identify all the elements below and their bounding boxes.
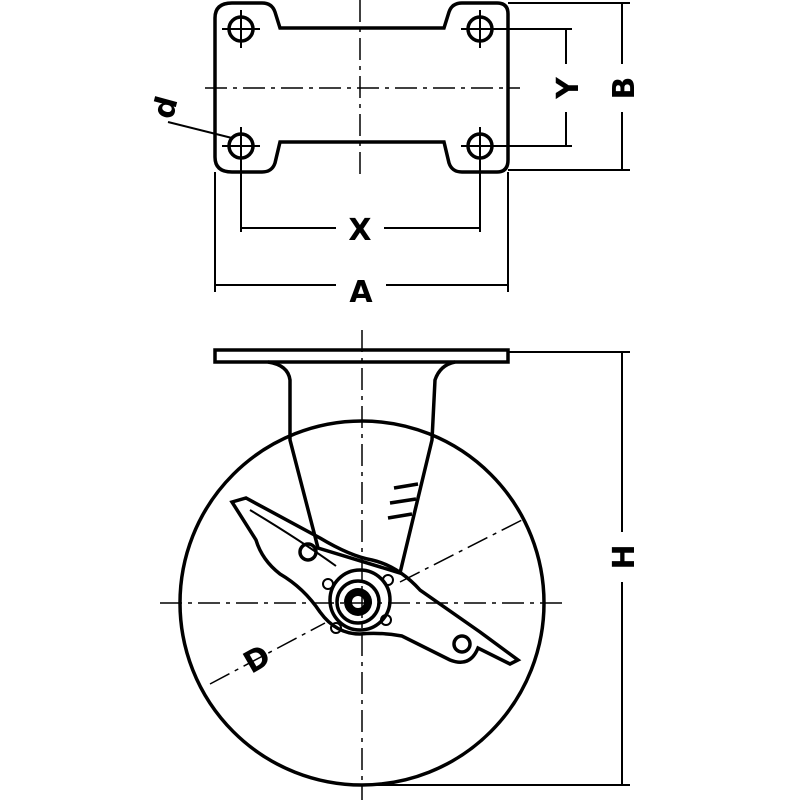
lever-rib	[249, 509, 337, 567]
label-b: B	[607, 77, 642, 100]
dimension-a	[214, 172, 509, 292]
plate-outline	[213, 1, 510, 174]
side-wheel-view: D H	[160, 330, 642, 800]
leader-d	[167, 121, 233, 139]
top-plate-view: X A Y B d	[146, 0, 642, 310]
bolt-hole-top-left	[222, 10, 260, 48]
bolt-hole-bottom-left	[222, 127, 260, 165]
label-h: H	[607, 544, 642, 569]
dimension-b	[508, 2, 630, 171]
label-d: d	[146, 93, 185, 123]
dimension-d-diameter-b	[399, 519, 523, 583]
label-a: A	[349, 275, 373, 310]
fork-bracket	[267, 360, 456, 576]
axle-hub	[322, 568, 394, 634]
dimension-x	[240, 160, 481, 232]
dimension-d-diameter-a	[209, 622, 326, 685]
label-d-diameter: D	[238, 638, 277, 681]
fork-ribs	[387, 482, 419, 520]
lever-slot-lower	[452, 634, 472, 654]
dimension-y	[498, 28, 572, 147]
label-x: X	[348, 213, 371, 248]
dimension-h	[362, 351, 630, 786]
bolt-hole-top-right	[461, 10, 499, 48]
bolt-hole-bottom-right	[461, 127, 499, 165]
label-y: Y	[551, 76, 586, 100]
brake-lever	[229, 496, 522, 666]
